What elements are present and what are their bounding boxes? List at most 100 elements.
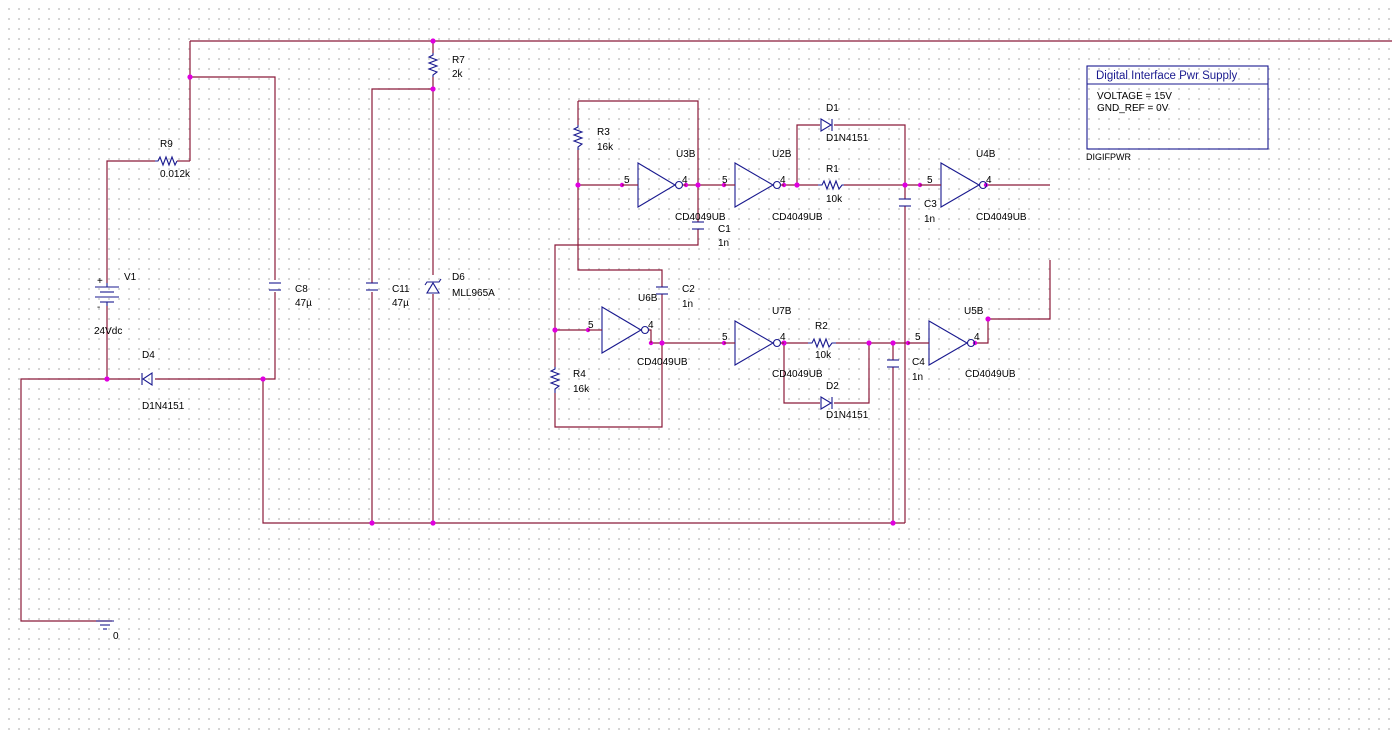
wires: [20, 40, 1392, 622]
junction-dot: [187, 74, 193, 80]
u6b-ref: U6B: [638, 293, 658, 304]
inverter-u5b[interactable]: 5 4 U5B CD4049UB: [908, 306, 1016, 380]
c4-value: 1n: [912, 372, 923, 383]
capacitor-c11[interactable]: C11 47µ: [366, 282, 410, 309]
c2-value: 1n: [682, 299, 693, 310]
c11-ref: C11: [392, 284, 410, 295]
d1-ref: D1: [826, 103, 839, 114]
junction-dot: [794, 182, 800, 188]
diode-d1[interactable]: D1 D1N4151: [820, 103, 869, 144]
junction-dot: [985, 316, 991, 322]
diode-d2[interactable]: D2 D1N4151: [820, 381, 869, 421]
diode-d4[interactable]: D4 D1N4151: [141, 350, 185, 412]
junction-dot: [902, 182, 908, 188]
inverter-u4b[interactable]: 5 4 U4B CD4049UB: [920, 149, 1027, 223]
ground-symbol[interactable]: 0: [96, 620, 119, 642]
u6b-pin-out: 4: [648, 320, 654, 331]
junction-dot: [430, 38, 436, 44]
voltage-source-v1[interactable]: + - V1 24Vdc: [94, 272, 137, 337]
u5b-pin-in: 5: [915, 332, 921, 343]
r9-ref: R9: [160, 139, 173, 150]
junction-dots: [104, 38, 991, 526]
r2-value: 10k: [815, 350, 832, 361]
c1-value: 1n: [718, 238, 729, 249]
capacitor-c8[interactable]: C8 47µ: [269, 282, 312, 309]
u2b-value: CD4049UB: [772, 212, 823, 223]
ground-label: 0: [113, 631, 119, 642]
r4-value: 16k: [573, 384, 590, 395]
c1-ref: C1: [718, 224, 731, 235]
r7-ref: R7: [452, 55, 465, 66]
resistor-r2[interactable]: R2 10k: [808, 321, 836, 361]
inverter-u2b[interactable]: 4 U2B CD4049UB: [724, 149, 823, 223]
r2-ref: R2: [815, 321, 828, 332]
c2-ref: C2: [682, 284, 695, 295]
u2b-ref: U2B: [772, 149, 792, 160]
capacitor-c3[interactable]: C3 1n: [899, 198, 937, 225]
capacitor-c4[interactable]: C4 1n: [887, 357, 925, 383]
r7-value: 2k: [452, 69, 464, 80]
r4-ref: R4: [573, 369, 586, 380]
u6b-pin-in: 5: [588, 320, 594, 331]
c11-value: 47µ: [392, 298, 409, 309]
u4b-pin-in: 5: [927, 175, 933, 186]
u3b-pin-in: 5: [624, 175, 630, 186]
c4-ref: C4: [912, 357, 925, 368]
junction-dot: [430, 86, 436, 92]
u7b-ref: U7B: [772, 306, 792, 317]
zener-diode-d6[interactable]: D6 MLL965A: [424, 272, 495, 299]
c8-value: 47µ: [295, 298, 312, 309]
u3b-ref: U3B: [676, 149, 696, 160]
inverter-u7b[interactable]: 5 4 U7B CD4049UB: [722, 306, 823, 380]
resistor-r3[interactable]: R3 16k: [572, 125, 614, 153]
digifpwr-block[interactable]: Digital Interface Pwr Supply VOLTAGE = 1…: [1086, 65, 1269, 162]
d2-value: D1N4151: [826, 410, 869, 421]
junction-dot: [659, 340, 665, 346]
v1-plus: +: [97, 276, 103, 287]
d6-value: MLL965A: [452, 288, 495, 299]
junction-dot: [575, 182, 581, 188]
junction-dot: [104, 376, 110, 382]
u5b-value: CD4049UB: [965, 369, 1016, 380]
digifpwr-gnd-ref: GND_REF = 0V: [1097, 103, 1169, 114]
d1-value: D1N4151: [826, 133, 869, 144]
v1-ref: V1: [124, 272, 137, 283]
inverter-u6b[interactable]: 5 4 U6B CD4049UB: [588, 293, 688, 368]
u7b-pin-in: 5: [722, 332, 728, 343]
u2b-pin-in: 5: [722, 175, 728, 186]
u2b-pin-out: 4: [780, 175, 786, 186]
resistor-r9[interactable]: R9 0.012k: [155, 139, 191, 180]
capacitor-c2[interactable]: C2 1n: [656, 284, 695, 310]
resistor-r7[interactable]: R7 2k: [427, 53, 465, 80]
junction-dot: [866, 340, 872, 346]
v1-minus: -: [97, 302, 100, 313]
r3-ref: R3: [597, 127, 610, 138]
digifpwr-voltage: VOLTAGE = 15V: [1097, 91, 1172, 102]
u3b-value: CD4049UB: [675, 212, 726, 223]
c3-value: 1n: [924, 214, 935, 225]
d2-ref: D2: [826, 381, 839, 392]
junction-dot: [695, 182, 701, 188]
d6-ref: D6: [452, 272, 465, 283]
c3-ref: C3: [924, 199, 937, 210]
u5b-pin-out: 4: [974, 332, 980, 343]
digifpwr-title: Digital Interface Pwr Supply: [1096, 70, 1238, 82]
resistor-r4[interactable]: R4 16k: [549, 367, 590, 395]
u7b-value: CD4049UB: [772, 369, 823, 380]
r1-ref: R1: [826, 164, 839, 175]
junction-dot: [260, 376, 266, 382]
u7b-pin-out: 4: [780, 332, 786, 343]
r1-value: 10k: [826, 194, 843, 205]
d4-value: D1N4151: [142, 401, 185, 412]
junction-dot: [552, 327, 558, 333]
junction-dot: [369, 520, 375, 526]
capacitor-c1[interactable]: C1 1n: [692, 221, 731, 249]
resistor-r1[interactable]: R1 10k: [818, 164, 844, 205]
u3b-pin-out: 4: [682, 175, 688, 186]
junction-dot: [890, 340, 896, 346]
inverter-u3b[interactable]: 5 4 U3B CD4049UB: [622, 149, 726, 223]
d4-ref: D4: [142, 350, 155, 361]
u4b-ref: U4B: [976, 149, 996, 160]
r9-value: 0.012k: [160, 169, 191, 180]
